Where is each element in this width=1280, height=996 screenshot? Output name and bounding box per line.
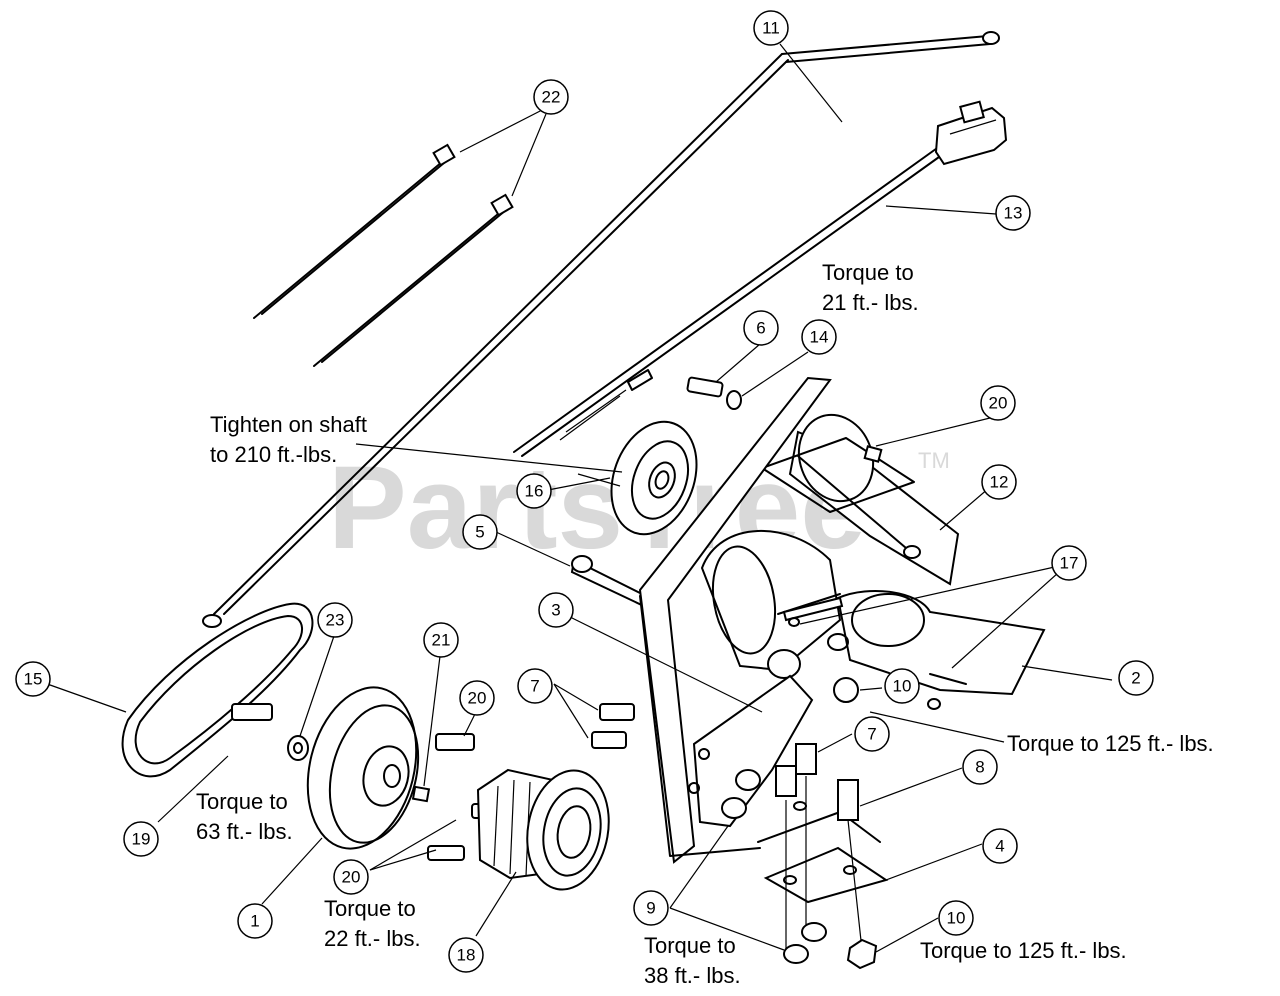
part-nuts	[783, 677, 941, 970]
note-torque-63-line2: 63 ft.- lbs.	[196, 819, 293, 844]
callout-7-left: 7	[517, 668, 553, 704]
part-hub-pulley	[476, 768, 610, 891]
callout-11: 11	[753, 10, 789, 46]
callout-17: 17	[1051, 545, 1087, 581]
svg-text:23: 23	[326, 611, 345, 630]
callout-6: 6	[743, 310, 779, 346]
svg-text:8: 8	[975, 758, 984, 777]
callout-7-right: 7	[854, 716, 890, 752]
callout-1: 1	[237, 903, 273, 939]
svg-text:16: 16	[525, 482, 544, 501]
callout-22: 22	[533, 79, 569, 115]
note-torque-38-line2: 38 ft.- lbs.	[644, 963, 741, 988]
callout-10-upper: 10	[884, 668, 920, 704]
svg-text:15: 15	[24, 670, 43, 689]
callout-12: 12	[981, 464, 1017, 500]
callout-20-bottom: 20	[333, 859, 369, 895]
part-belt	[121, 602, 314, 778]
svg-text:9: 9	[646, 899, 655, 918]
callout-19: 19	[123, 821, 159, 857]
svg-text:1: 1	[250, 912, 259, 931]
svg-text:21: 21	[432, 631, 451, 650]
svg-text:14: 14	[810, 328, 829, 347]
part-washer-bolt	[231, 703, 309, 761]
note-tighten-line1: Tighten on shaft	[210, 412, 367, 437]
note-torque-38-line1: Torque to	[644, 933, 736, 958]
note-tighten-line2: to 210 ft.-lbs.	[210, 442, 337, 467]
part-pulley-16	[610, 420, 698, 536]
note-torque-125-lower: Torque to 125 ft.- lbs.	[920, 938, 1127, 963]
svg-text:6: 6	[756, 319, 765, 338]
callout-5: 5	[462, 514, 498, 550]
part-main-bracket	[638, 376, 1046, 864]
svg-text:20: 20	[989, 394, 1008, 413]
part-motor-housing	[761, 413, 960, 586]
callout-15: 15	[15, 661, 51, 697]
svg-text:22: 22	[542, 88, 561, 107]
callout-3: 3	[538, 592, 574, 628]
callout-13: 13	[995, 195, 1031, 231]
callout-8: 8	[962, 749, 998, 785]
part-small-hardware	[686, 376, 967, 685]
svg-text:7: 7	[530, 677, 539, 696]
svg-text:20: 20	[342, 868, 361, 887]
callout-23: 23	[317, 602, 353, 638]
svg-text:17: 17	[1060, 554, 1079, 573]
svg-text:3: 3	[551, 601, 560, 620]
part-lower-arm	[688, 674, 814, 828]
note-torque-21-line2: 21 ft.- lbs.	[822, 290, 919, 315]
svg-text:10: 10	[893, 677, 912, 696]
svg-text:2: 2	[1131, 669, 1140, 688]
callout-10-lower: 10	[938, 900, 974, 936]
svg-text:19: 19	[132, 830, 151, 849]
callout-20-top: 20	[980, 385, 1016, 421]
part-cable-ties	[253, 143, 514, 367]
callout-16: 16	[516, 473, 552, 509]
svg-text:5: 5	[475, 523, 484, 542]
part-mount-plate	[757, 811, 889, 904]
callout-9: 9	[633, 890, 669, 926]
note-torque-21-line1: Torque to	[822, 260, 914, 285]
svg-text:11: 11	[762, 19, 780, 38]
note-torque-22-line2: 22 ft.- lbs.	[324, 926, 421, 951]
svg-text:13: 13	[1004, 204, 1023, 223]
callout-21: 21	[423, 622, 459, 658]
callout-20-mid: 20	[459, 680, 495, 716]
svg-text:20: 20	[468, 689, 487, 708]
part-wire-harness	[513, 100, 1008, 457]
note-torque-63-line1: Torque to	[196, 789, 288, 814]
svg-text:4: 4	[995, 837, 1004, 856]
leader-lines	[35, 43, 1113, 953]
part-drive-pulley	[306, 686, 420, 850]
svg-text:12: 12	[990, 473, 1009, 492]
svg-text:18: 18	[457, 946, 476, 965]
callout-4: 4	[982, 828, 1018, 864]
callout-2: 2	[1118, 660, 1154, 696]
watermark-trademark: TM	[918, 448, 950, 473]
callout-18: 18	[448, 937, 484, 973]
svg-text:10: 10	[947, 909, 966, 928]
part-rod	[202, 31, 1000, 628]
part-bolts	[591, 703, 863, 951]
note-torque-125-upper: Torque to 125 ft.- lbs.	[1007, 731, 1214, 756]
note-torque-22-line1: Torque to	[324, 896, 416, 921]
callout-14: 14	[801, 319, 837, 355]
svg-text:7: 7	[867, 725, 876, 744]
